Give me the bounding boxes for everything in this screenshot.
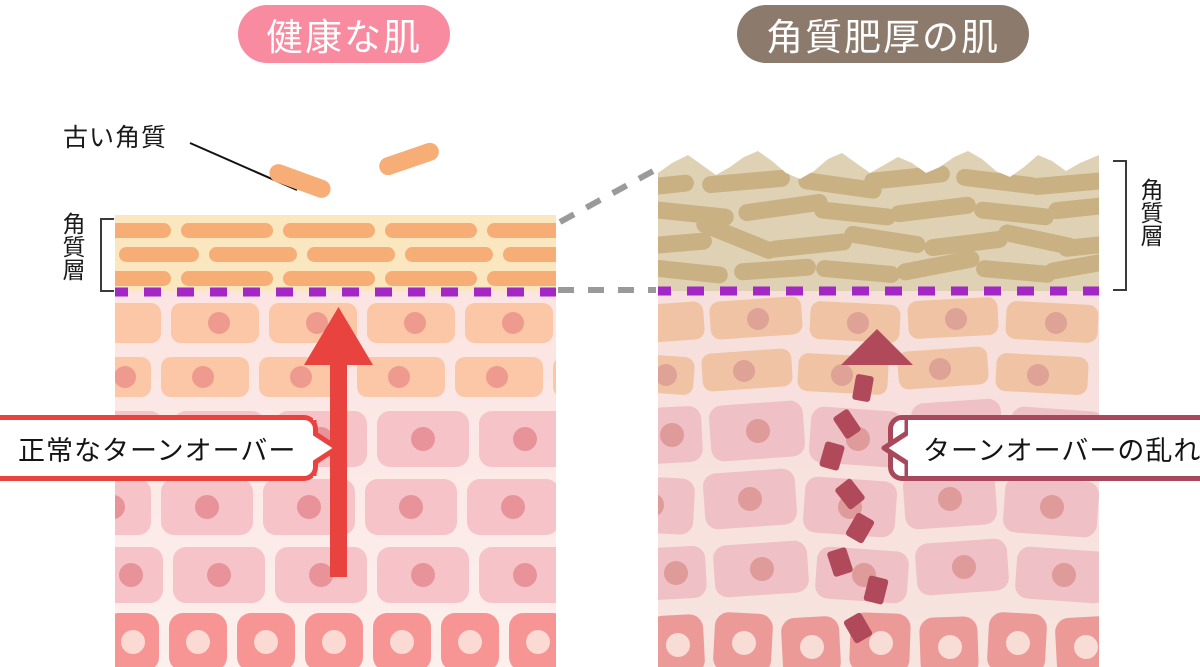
label-stratum-corneum-left: 角質層 bbox=[58, 212, 84, 281]
callout-disrupted-turnover: ターンオーバーの乱れ bbox=[888, 415, 1200, 481]
disrupted-turnover-arrow bbox=[819, 329, 913, 644]
title-badge-healthy-skin: 健康な肌 bbox=[238, 5, 450, 63]
basal-layer-cells bbox=[115, 613, 556, 667]
label-old-keratin: 古い角質 bbox=[63, 123, 168, 152]
basal-layer-cells bbox=[658, 612, 1099, 667]
callout-disrupted-turnover-text: ターンオーバーの乱れ bbox=[923, 435, 1200, 467]
callout-right-tail bbox=[881, 420, 908, 476]
keratin-flake bbox=[379, 142, 439, 176]
bracket-stratum-corneum-right bbox=[1113, 160, 1127, 291]
keratin-flake bbox=[269, 164, 331, 198]
callout-normal-turnover-text: 正常なターンオーバー bbox=[18, 435, 297, 467]
epidermis-upper-cells bbox=[658, 296, 1099, 395]
thickened-skin-cross-section bbox=[658, 151, 1099, 667]
label-stratum-corneum-right: 角質層 bbox=[1136, 178, 1162, 247]
title-badge-thickened-skin: 角質肥厚の肌 bbox=[737, 5, 1029, 63]
callout-normal-turnover: 正常なターンオーバー bbox=[0, 415, 318, 481]
panel-thickened-skin bbox=[658, 143, 1099, 667]
normal-turnover-arrow bbox=[304, 307, 373, 577]
stratum-corneum-cells bbox=[115, 223, 556, 286]
thick-stratum-corneum bbox=[658, 151, 1099, 291]
callout-left-tail bbox=[313, 419, 340, 477]
bracket-stratum-corneum-left bbox=[100, 218, 114, 292]
